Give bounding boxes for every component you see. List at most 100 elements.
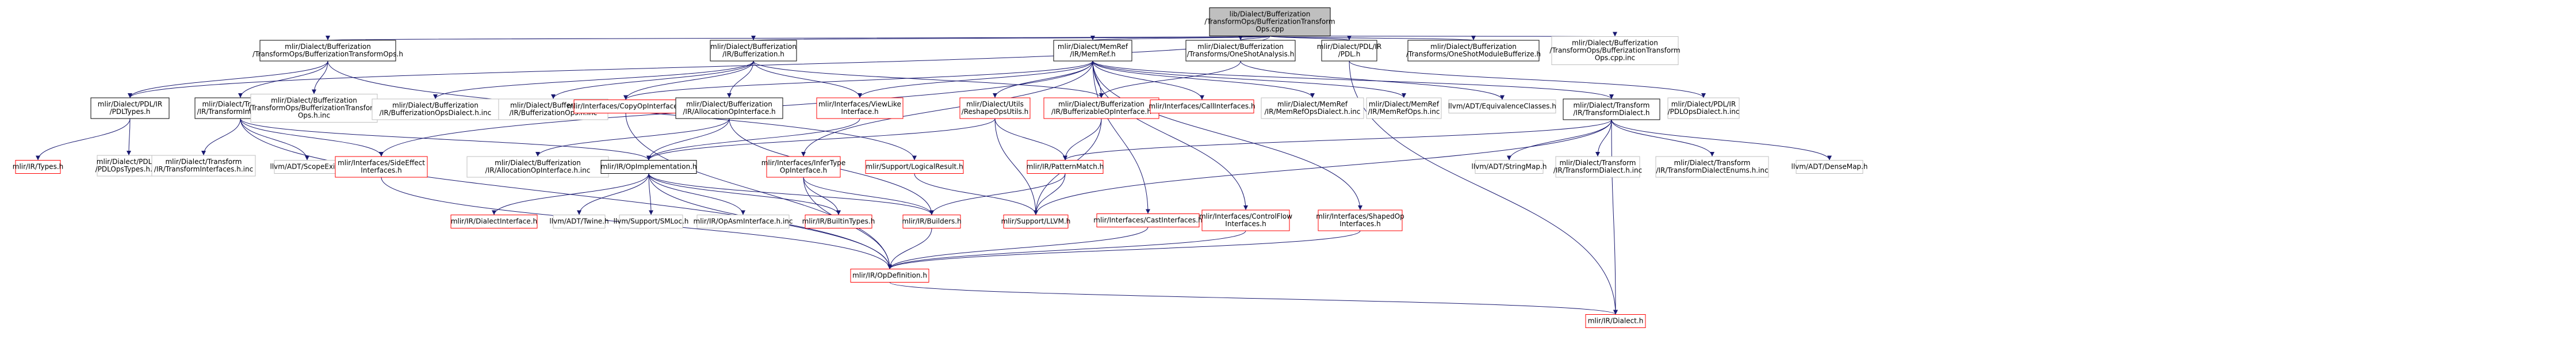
node-box xyxy=(959,97,1031,119)
node-box xyxy=(816,97,904,119)
edges-layer xyxy=(36,32,1832,315)
node-mlir-dialect-pdl-ir-pdl-h[interactable]: mlir/Dialect/PDL/IR/PDL.h xyxy=(1317,40,1381,62)
node-mlir-dialect-transform-ir-transformdialectenums-h-inc: mlir/Dialect/Transform/IR/TransformDiale… xyxy=(1655,156,1769,178)
edge-n2-to-n17 xyxy=(753,60,1104,98)
node-label-line: /TransformOps/BufferizationTransform xyxy=(248,104,379,112)
edge-n2-to-n12 xyxy=(551,60,754,100)
node-label-line: Interfaces.h xyxy=(1225,220,1266,228)
edge-n3-to-n22 xyxy=(1092,60,1614,100)
node-label-line: llvm/ADT/StringMap.h xyxy=(1472,163,1547,171)
edge-n22-to-n49 xyxy=(1611,119,1618,315)
node-mlir-ir-patternmatch-h[interactable]: mlir/IR/PatternMatch.h xyxy=(1027,160,1104,174)
node-box xyxy=(619,215,683,228)
node-mlir-dialect-bufferization-transforms-oneshotmodulebufferize-h[interactable]: mlir/Dialect/Bufferization/Transforms/On… xyxy=(1406,40,1541,62)
node-mlir-support-logicalresult-h[interactable]: mlir/Support/LogicalResult.h xyxy=(865,160,964,174)
node-mlir-ir-opimplementation-h[interactable]: mlir/IR/OpImplementation.h xyxy=(600,160,697,174)
node-box xyxy=(1027,160,1104,174)
node-box xyxy=(97,155,161,177)
node-label-line: mlir/Dialect/Transform xyxy=(1573,101,1649,109)
edge-n33-to-n43 xyxy=(929,173,1066,215)
node-mlir-dialect-bufferization-ir-bufferizableopinterface-h[interactable]: mlir/Dialect/Bufferization/IR/Bufferizab… xyxy=(1043,97,1159,119)
node-llvm-adt-scopeexit-h: llvm/ADT/ScopeExit.h xyxy=(270,160,345,174)
node-box xyxy=(151,155,256,177)
node-mlir-interfaces-callinterfaces-h[interactable]: mlir/Interfaces/CallInterfaces.h xyxy=(1149,100,1256,113)
edge-n46-to-n48 xyxy=(887,230,1246,269)
node-label-line: /IR/TransformInterfaces.h.inc xyxy=(154,165,253,173)
edge-n22-to-n35 xyxy=(1595,119,1612,157)
node-label-line: llvm/ADT/Twine.h xyxy=(549,218,608,226)
node-mlir-dialect-bufferization-transforms-oneshotanalysis-h[interactable]: mlir/Dialect/Bufferization/Transforms/On… xyxy=(1185,40,1296,62)
edge-n1-to-n8 xyxy=(128,60,328,98)
node-label-line: /IR/MemRefOpsDialect.h.inc xyxy=(1265,108,1361,116)
node-label-line: mlir/Interfaces/SideEffect xyxy=(338,159,425,167)
node-box xyxy=(1201,209,1290,231)
node-label-line: /IR/MemRefOps.h.inc xyxy=(1368,108,1440,116)
node-box xyxy=(1655,156,1769,178)
edge-n14-to-n29 xyxy=(535,118,730,157)
node-mlir-dialect-transform-ir-transformdialect-h[interactable]: mlir/Dialect/Transform/IR/TransformDiale… xyxy=(1563,98,1660,120)
node-label-line: mlir/IR/OpImplementation.h xyxy=(600,163,696,171)
node-llvm-adt-equivalenceclasses-h: llvm/ADT/EquivalenceClasses.h xyxy=(1448,100,1556,113)
edge-n9-to-n28 xyxy=(240,118,384,157)
node-mlir-interfaces-castinterfaces-h[interactable]: mlir/Interfaces/CastInterfaces.h xyxy=(1093,213,1203,227)
edge-n31-to-n43 xyxy=(803,177,934,215)
node-label-line: mlir/Dialect/Bufferization xyxy=(1058,100,1145,108)
node-mlir-dialect-memref-ir-memref-h[interactable]: mlir/Dialect/MemRef/IR/MemRef.h xyxy=(1053,40,1132,62)
edge-n8-to-n24 xyxy=(36,118,131,161)
edge-n16-to-n44 xyxy=(994,118,1038,215)
edge-n48-to-n49 xyxy=(889,282,1618,315)
edge-root-to-n6 xyxy=(1269,35,1476,41)
node-mlir-ir-opdefinition-h[interactable]: mlir/IR/OpDefinition.h xyxy=(850,269,929,283)
node-mlir-support-llvm-h[interactable]: mlir/Support/LLVM.h xyxy=(1001,215,1071,228)
edge-n43-to-n48 xyxy=(887,228,932,269)
node-label-line: /Transforms/OneShotModuleBufferize.h xyxy=(1406,50,1541,58)
node-mlir-ir-dialect-h[interactable]: mlir/IR/Dialect.h xyxy=(1585,314,1646,328)
node-label-line: Ops.cpp xyxy=(1256,25,1284,33)
node-mlir-ir-types-h[interactable]: mlir/IR/Types.h xyxy=(13,160,64,174)
node-mlir-dialect-utils-reshapeopsutils-h[interactable]: mlir/Dialect/Utils/ReshapeOpsUtils.h xyxy=(959,97,1031,119)
node-label-line: mlir/IR/BuiltinTypes.h xyxy=(802,218,875,226)
node-label-line: mlir/Dialect/MemRef xyxy=(1058,43,1128,51)
node-mlir-ir-builtintypes-h[interactable]: mlir/IR/BuiltinTypes.h xyxy=(802,215,875,228)
node-label-line: mlir/Dialect/Bufferization xyxy=(686,100,772,108)
node-mlir-dialect-pdl-ir-pdltypes-h[interactable]: mlir/Dialect/PDL/IR/PDLTypes.h xyxy=(90,97,170,119)
node-lib-dialect-bufferization-transformops-bufferizationtransformops-cpp[interactable]: lib/Dialect/Bufferization/TransformOps/B… xyxy=(1204,7,1335,36)
node-mlir-ir-builders-h[interactable]: mlir/IR/Builders.h xyxy=(902,215,962,228)
node-label-line: mlir/Dialect/Bufferization xyxy=(285,43,371,51)
node-label-line: mlir/Dialect/MemRef xyxy=(1369,100,1440,108)
edge-n22-to-n36 xyxy=(1611,119,1714,157)
node-label-line: llvm/ADT/ScopeExit.h xyxy=(270,163,344,171)
node-box xyxy=(805,215,872,228)
edge-root-to-n5 xyxy=(1269,35,1352,41)
edge-n15-to-n30 xyxy=(646,118,860,161)
edge-n33-to-n44 xyxy=(1034,173,1066,215)
node-label-line: /ReshapeOpsUtils.h xyxy=(962,108,1029,116)
edge-n45-to-n48 xyxy=(887,227,1149,269)
node-mlir-dialect-bufferization-transformops-bufferizationtransformops-h[interactable]: mlir/Dialect/Bufferization/TransformOps/… xyxy=(252,40,403,62)
node-box xyxy=(1366,97,1442,119)
node-label-line: /PDLOpsDialect.h.inc xyxy=(1668,108,1740,116)
node-box xyxy=(553,215,606,228)
node-label-line: mlir/IR/PatternMatch.h xyxy=(1027,163,1104,171)
edge-n32-to-n44 xyxy=(914,173,1038,215)
node-label-line: mlir/Dialect/PDL/IR xyxy=(1671,100,1736,108)
node-label-line: OpInterface.h xyxy=(780,166,827,174)
node-label-line: /PDL.h xyxy=(1338,50,1361,58)
edge-n31-to-n42 xyxy=(803,177,841,215)
node-mlir-dialect-bufferization-ir-bufferization-h[interactable]: mlir/Dialect/Bufferization/IR/Bufferizat… xyxy=(710,40,797,62)
node-label-line: mlir/IR/Types.h xyxy=(13,163,64,171)
node-label-line: /TransformOps/BufferizationTransform xyxy=(1549,47,1680,55)
edge-n3-to-n45 xyxy=(1092,60,1150,214)
edge-root-to-n3 xyxy=(1090,35,1270,41)
node-label-line: mlir/Support/LLVM.h xyxy=(1001,218,1071,226)
node-box xyxy=(90,97,170,119)
node-mlir-dialect-bufferization-ir-allocationopinterface-h[interactable]: mlir/Dialect/Bufferization/IR/Allocation… xyxy=(675,97,783,119)
node-mlir-interfaces-copyopinterface-h[interactable]: mlir/Interfaces/CopyOpInterface.h xyxy=(567,100,684,113)
node-mlir-ir-dialectinterface-h[interactable]: mlir/IR/DialectInterface.h xyxy=(450,215,538,228)
